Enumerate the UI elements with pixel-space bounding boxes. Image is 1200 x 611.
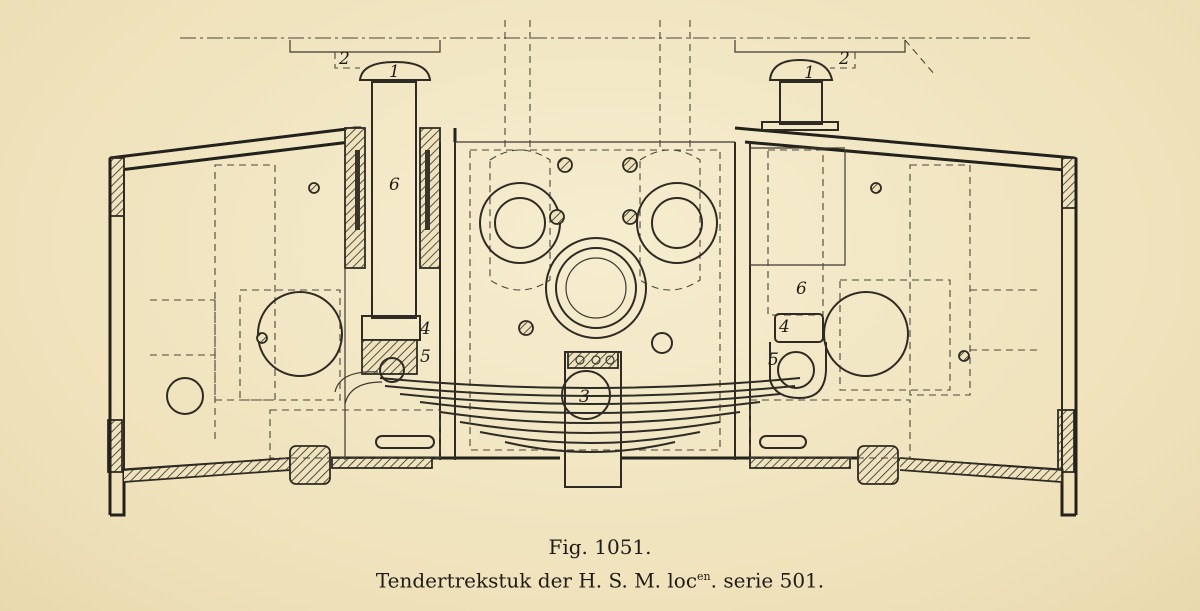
label-part-5-right: 5 bbox=[768, 350, 779, 370]
inner-frame bbox=[344, 127, 846, 460]
label-part-1-left: 1 bbox=[389, 62, 400, 82]
circles bbox=[166, 157, 970, 449]
figure-title: Tendertrekstuk der H. S. M. locen. serie… bbox=[0, 562, 1200, 596]
hidden-lines-left bbox=[150, 164, 441, 459]
label-part-2-right: 2 bbox=[838, 49, 850, 69]
frame-outline bbox=[107, 126, 1078, 517]
label-part-5-left: 5 bbox=[420, 347, 431, 367]
upper-frame-lines bbox=[180, 20, 1030, 150]
figure-title-main: Tendertrekstuk der H. S. M. loc bbox=[375, 568, 698, 593]
part-labels: 1 1 2 2 6 6 4 4 5 5 3 bbox=[338, 49, 850, 407]
left-pin-assembly bbox=[358, 60, 432, 383]
label-part-3: 3 bbox=[579, 387, 590, 407]
label-part-6-right: 6 bbox=[796, 279, 807, 299]
label-part-2-left: 2 bbox=[338, 49, 350, 69]
figure-title-end: . serie 501. bbox=[710, 568, 825, 593]
label-part-4-right: 4 bbox=[778, 317, 790, 337]
figure-number: Fig. 1051. bbox=[548, 535, 652, 559]
leaf-spring bbox=[334, 371, 801, 453]
bottom-bosses bbox=[289, 445, 899, 485]
technical-drawing: 1 1 2 2 6 6 4 4 5 5 3 bbox=[107, 20, 1078, 517]
spring-buckle bbox=[561, 351, 622, 488]
label-part-4-left: 4 bbox=[419, 319, 431, 339]
hidden-lines-right bbox=[749, 164, 1040, 459]
central-block bbox=[469, 149, 721, 451]
right-pin-assembly bbox=[761, 58, 839, 400]
figure-caption: Fig. 1051. Tendertrekstuk der H. S. M. l… bbox=[0, 532, 1200, 596]
figure-title-superscript: en bbox=[697, 570, 711, 583]
label-part-1-right: 1 bbox=[804, 63, 815, 83]
label-part-6-left: 6 bbox=[389, 175, 400, 195]
